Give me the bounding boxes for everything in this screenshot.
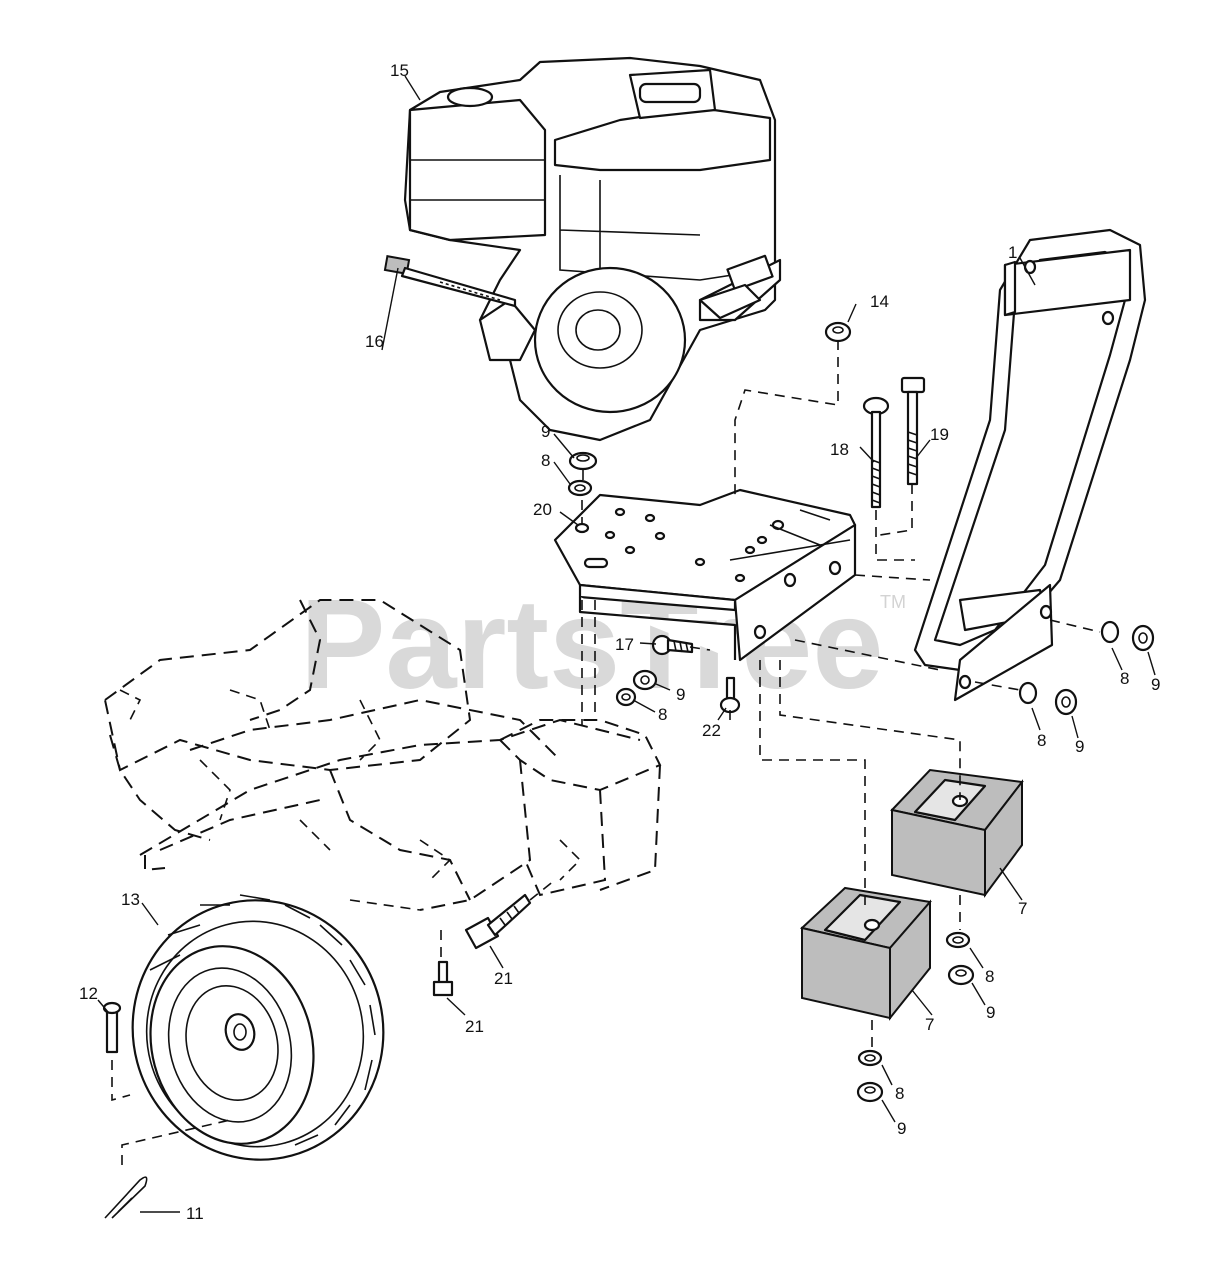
callout-7-lower: 7 xyxy=(925,1015,934,1034)
washer-8-weight-upper xyxy=(945,931,971,949)
hex-nut-14 xyxy=(824,321,852,343)
washer-8-handle-upper xyxy=(1100,620,1120,644)
hex-bolt-19 xyxy=(900,376,926,486)
tiller-frame-dashed xyxy=(103,599,662,911)
callout-14: 14 xyxy=(870,292,889,311)
bolt-17 xyxy=(651,634,694,656)
nut-9-engine xyxy=(568,451,598,471)
nut-9-weight-lower xyxy=(856,1081,884,1103)
nut-9-handle-lower xyxy=(1054,688,1078,716)
cable-tie xyxy=(383,255,517,308)
callout-21-angled: 21 xyxy=(494,969,513,988)
handle-bar xyxy=(913,228,1147,702)
bolt-21-angled xyxy=(464,893,532,950)
wheel-tire xyxy=(131,894,385,1161)
callout-labels: 1 14 15 16 9 8 20 18 19 17 9 8 22 8 9 8 … xyxy=(79,61,1160,1223)
alignment-lines xyxy=(111,340,1101,1165)
callout-12: 12 xyxy=(79,984,98,1003)
callout-9-bracket: 9 xyxy=(676,685,685,704)
callout-9-weight-upper: 9 xyxy=(986,1003,995,1022)
bolt-21-vertical xyxy=(432,960,454,997)
washer-8-bracket xyxy=(615,687,637,707)
callout-8-handle-lower: 8 xyxy=(1037,731,1046,750)
weight-block-lower xyxy=(799,886,932,1021)
washer-8-handle-lower xyxy=(1018,681,1038,705)
washer-8-engine xyxy=(567,479,593,497)
carriage-bolt-18 xyxy=(862,396,890,509)
callout-15: 15 xyxy=(390,61,409,80)
clevis-pin-12 xyxy=(102,1001,122,1054)
nut-9-bracket xyxy=(632,669,658,691)
callout-13: 13 xyxy=(121,890,140,909)
callout-8-weight-upper: 8 xyxy=(985,967,994,986)
callout-9-weight-lower: 9 xyxy=(897,1119,906,1138)
callout-18: 18 xyxy=(830,440,849,459)
callout-8-weight-lower: 8 xyxy=(895,1084,904,1103)
callout-7-upper: 7 xyxy=(1018,899,1027,918)
callout-20: 20 xyxy=(533,500,552,519)
nut-9-weight-upper xyxy=(947,964,975,986)
callout-21-vertical: 21 xyxy=(465,1017,484,1036)
weight-block-upper xyxy=(890,768,1024,899)
callout-9-engine: 9 xyxy=(541,422,550,441)
callout-19: 19 xyxy=(930,425,949,444)
callout-8-bracket: 8 xyxy=(658,705,667,724)
mounting-bracket xyxy=(553,488,857,662)
callout-9-handle-lower: 9 xyxy=(1075,737,1084,756)
callout-8-engine: 8 xyxy=(541,451,550,470)
callout-11: 11 xyxy=(186,1204,204,1223)
callout-1: 1 xyxy=(1008,243,1017,262)
callout-leaders xyxy=(97,75,1156,1213)
callout-22: 22 xyxy=(702,721,721,740)
nut-9-handle-upper xyxy=(1131,624,1155,652)
callout-16: 16 xyxy=(365,332,384,351)
engine xyxy=(403,56,782,442)
watermark-tm: TM xyxy=(880,592,906,612)
washer-8-weight-lower xyxy=(857,1049,883,1067)
callout-17: 17 xyxy=(615,635,634,654)
callout-8-handle-upper: 8 xyxy=(1120,669,1129,688)
hairpin-clip-11 xyxy=(104,1176,148,1219)
callout-9-handle-upper: 9 xyxy=(1151,675,1160,694)
